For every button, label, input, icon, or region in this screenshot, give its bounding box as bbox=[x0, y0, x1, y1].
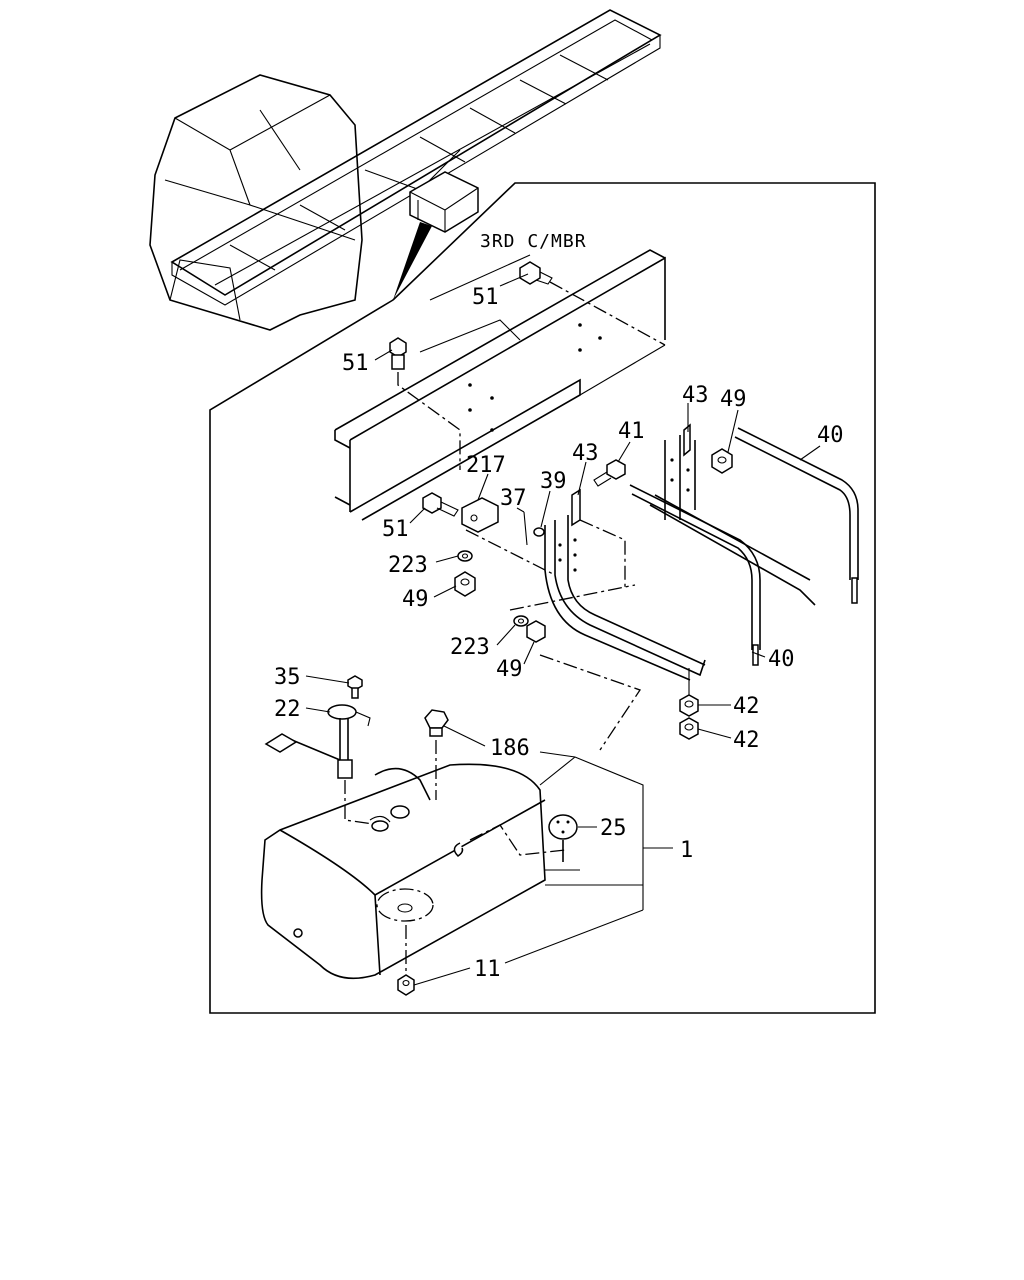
washer-223-right bbox=[513, 615, 529, 627]
frame-rail bbox=[334, 249, 666, 521]
bolt-51-mid bbox=[389, 337, 407, 370]
callout-41: 41 bbox=[618, 419, 645, 444]
drain-plug-11 bbox=[397, 974, 415, 996]
detail-frame bbox=[209, 182, 876, 1014]
callout-186: 186 bbox=[490, 736, 530, 761]
nut-42-lower bbox=[679, 717, 699, 740]
callout-49-right: 49 bbox=[496, 657, 523, 682]
callout-51-low: 51 bbox=[382, 517, 409, 542]
section-label: 3RD C/MBR bbox=[480, 231, 587, 252]
bolt-41 bbox=[593, 459, 626, 487]
bolt-51-low bbox=[422, 492, 459, 517]
screw-35 bbox=[347, 675, 363, 699]
nut-49-upper bbox=[711, 448, 733, 474]
callout-22: 22 bbox=[274, 697, 301, 722]
nut-49-left bbox=[454, 571, 476, 597]
fuel-tank-1 bbox=[260, 763, 546, 980]
callout-42-upper: 42 bbox=[733, 694, 760, 719]
truck-overview bbox=[149, 9, 662, 331]
filler-neck-186 bbox=[424, 709, 449, 737]
callout-39: 39 bbox=[540, 469, 567, 494]
callout-49-upper: 49 bbox=[720, 387, 747, 412]
tie-rod-40-lower bbox=[629, 484, 816, 666]
callout-1: 1 bbox=[680, 838, 693, 863]
tie-rod-40-upper bbox=[734, 427, 859, 604]
callout-43-front: 43 bbox=[572, 441, 599, 466]
tank-location-marker bbox=[409, 171, 479, 233]
callout-217: 217 bbox=[466, 453, 506, 478]
callout-43-rear: 43 bbox=[682, 383, 709, 408]
callout-51-top: 51 bbox=[472, 285, 499, 310]
washer-223-left bbox=[457, 550, 473, 562]
tank-strap-front bbox=[544, 488, 706, 681]
callout-35: 35 bbox=[274, 665, 301, 690]
nut-42-upper bbox=[679, 694, 699, 717]
nut-49-right bbox=[526, 620, 546, 643]
gauge-unit-25 bbox=[548, 814, 578, 862]
callout-40-upper: 40 bbox=[817, 423, 844, 448]
detail-pointer bbox=[393, 222, 432, 300]
callout-51-mid: 51 bbox=[342, 351, 369, 376]
callout-223-right: 223 bbox=[450, 635, 490, 660]
callout-223-left: 223 bbox=[388, 553, 428, 578]
callout-labels: 51 51 51 43 49 40 43 41 217 37 39 223 49… bbox=[274, 285, 844, 982]
callout-25: 25 bbox=[600, 816, 627, 841]
bolt-51-top bbox=[519, 261, 553, 285]
callout-40-lower: 40 bbox=[768, 647, 795, 672]
callout-37: 37 bbox=[500, 486, 527, 511]
tank-strap-rear bbox=[664, 423, 696, 520]
callout-42-lower: 42 bbox=[733, 728, 760, 753]
leader-lines bbox=[305, 273, 821, 986]
callout-11: 11 bbox=[474, 957, 501, 982]
callout-49-left: 49 bbox=[402, 587, 429, 612]
bracket-217 bbox=[461, 497, 499, 533]
